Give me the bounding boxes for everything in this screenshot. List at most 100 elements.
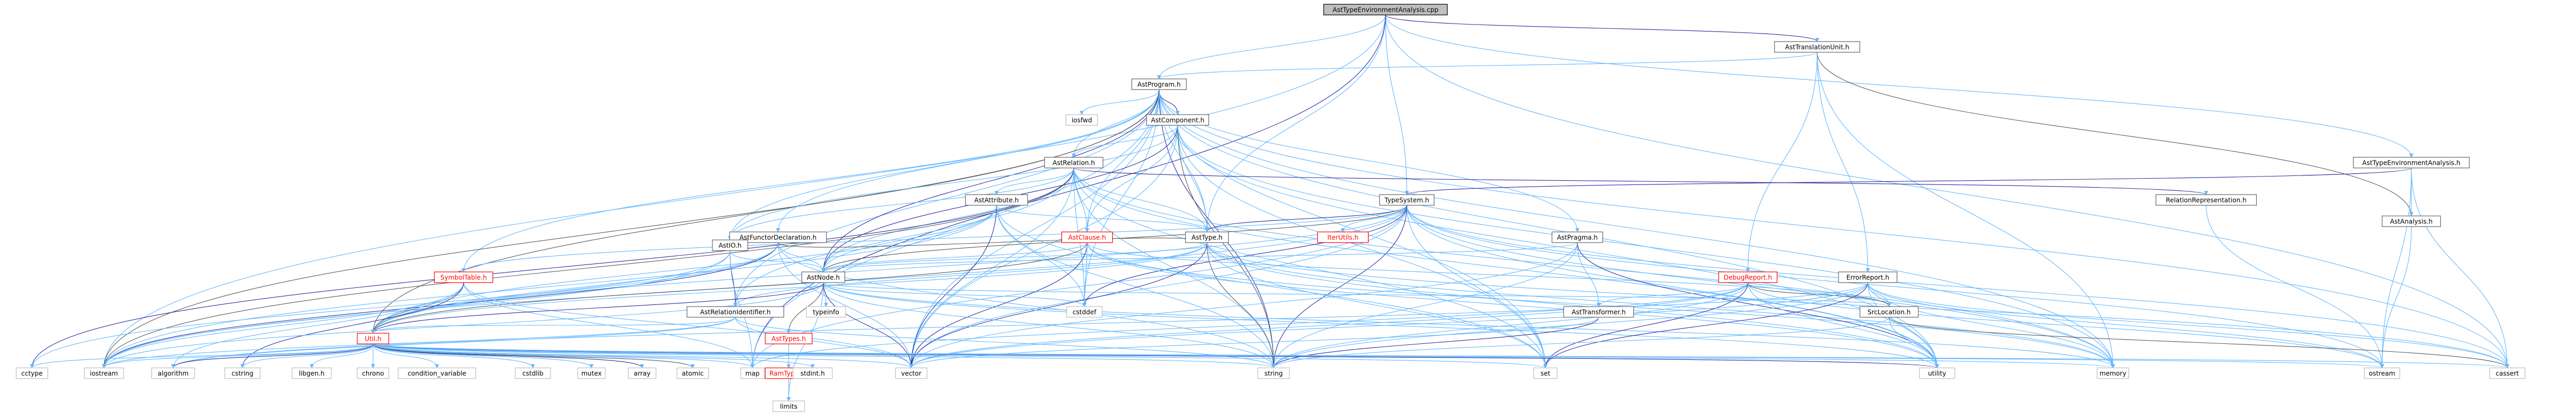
node-box: [1131, 78, 1187, 90]
node-relrep[interactable]: RelationRepresentation.h: [2156, 194, 2257, 206]
node-errorreport[interactable]: ErrorReport.h: [1838, 271, 1898, 283]
edge-functor-to-string: [777, 242, 1276, 368]
node-box: [357, 367, 390, 379]
node-label: iostream: [90, 370, 118, 377]
edge-transformer-to-vector: [909, 317, 1599, 368]
node-transformer[interactable]: AstTransformer.h: [1563, 306, 1634, 318]
node-symboltable[interactable]: SymbolTable.h: [434, 271, 493, 283]
node-asttype[interactable]: AstType.h: [1185, 231, 1229, 243]
node-asttypes[interactable]: AstTypes.h: [765, 333, 813, 344]
node-label: AstPragma.h: [1557, 234, 1598, 242]
node-label: iosfwd: [1072, 117, 1092, 124]
node-relid[interactable]: AstRelationIdentifier.h: [686, 306, 784, 318]
node-label: typeinfo: [813, 309, 839, 316]
node-box: [84, 367, 124, 379]
node-attribute[interactable]: AstAttribute.h: [965, 194, 1028, 206]
node-algorithm: algorithm: [151, 367, 196, 379]
node-pragma[interactable]: AstPragma.h: [1551, 231, 1603, 243]
edge-component-to-set: [1177, 125, 1548, 368]
node-program[interactable]: AstProgram.h: [1131, 78, 1187, 90]
node-limits: limits: [772, 400, 805, 412]
node-relation[interactable]: AstRelation.h: [1044, 157, 1104, 168]
node-root[interactable]: AstTypeEnvironmentAnalysis.cpp: [1323, 4, 1448, 15]
node-box: [434, 271, 493, 283]
node-label: AstAnalysis.h: [2390, 218, 2433, 226]
edge-translation_unit-to-errorreport: [1817, 52, 1870, 272]
node-utility: utility: [1919, 367, 1955, 379]
edge-program-to-memory: [1159, 89, 2115, 368]
edge-functor-to-asttype: [777, 237, 1209, 248]
node-label: algorithm: [158, 370, 189, 377]
node-debugreport[interactable]: DebugReport.h: [1718, 271, 1778, 283]
edge-typesystem-to-utility: [1406, 205, 1939, 368]
node-libgen: libgen.h: [291, 367, 332, 379]
node-atomic: atomic: [676, 367, 709, 379]
node-typesystem[interactable]: TypeSystem.h: [1379, 194, 1435, 206]
edge-functor-to-astnode: [777, 242, 825, 272]
edge-debugreport-to-string: [1271, 282, 1748, 368]
node-util[interactable]: Util.h: [357, 333, 390, 344]
node-box: [151, 367, 196, 379]
edge-attribute-to-vector: [909, 205, 997, 368]
edge-root-to-map: [750, 14, 1386, 368]
node-srclocation[interactable]: SrcLocation.h: [1859, 306, 1919, 318]
node-box: [1044, 157, 1104, 168]
node-astnode[interactable]: AstNode.h: [801, 271, 845, 283]
node-component[interactable]: AstComponent.h: [1146, 114, 1210, 126]
node-analysis[interactable]: AstAnalysis.h: [2381, 215, 2441, 227]
node-iostream: iostream: [84, 367, 124, 379]
node-env-h[interactable]: AstTypeEnvironmentAnalysis.h: [2353, 157, 2470, 168]
node-cstddef: cstddef: [1066, 306, 1103, 318]
node-box: [1065, 114, 1098, 126]
node-label: ostream: [2369, 370, 2395, 377]
node-box: [729, 231, 827, 243]
node-label: RelationRepresentation.h: [2166, 197, 2246, 204]
node-label: chrono: [362, 370, 384, 377]
node-box: [1859, 306, 1919, 318]
edge-translation_unit-to-debugreport: [1746, 52, 1818, 272]
node-box: [577, 367, 606, 379]
edge-relrep-to-ostream: [2206, 205, 2384, 368]
node-stdint: stdint.h: [792, 367, 833, 379]
edge-errorreport-to-ostream: [1867, 282, 2384, 368]
edge-errorreport-to-cassert: [1867, 282, 2509, 368]
node-label: array: [634, 370, 650, 377]
edge-root-to-env_h: [1385, 14, 2413, 158]
node-functor[interactable]: AstFunctorDeclaration.h: [729, 231, 827, 243]
node-box: [676, 367, 709, 379]
edge-astio-to-util: [371, 250, 731, 334]
edge-typesystem-to-memory: [1406, 205, 2115, 368]
edge-typesystem-to-vector: [909, 205, 1407, 368]
edge-relation-to-cctype: [30, 167, 1074, 368]
edge-typesystem-to-iterutils: [1341, 205, 1407, 232]
edge-clause-to-memory: [1087, 242, 2115, 368]
node-label: mutex: [581, 370, 602, 377]
node-translation-unit[interactable]: AstTranslationUnit.h: [1774, 41, 1860, 53]
edge-env_h-to-cassert: [2411, 167, 2509, 368]
edge-asttype-to-util: [371, 242, 1208, 334]
edge-util-to-iostream: [102, 343, 374, 368]
node-astio[interactable]: AstIO.h: [712, 239, 748, 251]
edge-root-to-typesystem: [1385, 14, 1409, 195]
node-label: AstRelation.h: [1052, 159, 1095, 167]
node-label: AstComponent.h: [1151, 117, 1204, 124]
node-iterutils[interactable]: IterUtils.h: [1317, 231, 1369, 243]
node-label: stdint.h: [800, 370, 825, 377]
node-box: [895, 367, 928, 379]
node-label: AstTypes.h: [772, 335, 806, 343]
node-box: [740, 367, 765, 379]
edge-root-to-iostream: [102, 14, 1386, 368]
edge-astnode-to-utility: [823, 282, 1939, 368]
edge-program-to-astio: [728, 89, 1160, 240]
edge-program-to-util: [371, 89, 1160, 334]
edge-typesystem-to-cassert: [1406, 205, 2509, 368]
node-box: [2156, 194, 2257, 206]
node-clause[interactable]: AstClause.h: [1061, 231, 1113, 243]
node-cstring: cstring: [224, 367, 261, 379]
edge-typesystem-to-string: [1271, 205, 1407, 368]
edge-asttype-to-cassert: [1206, 242, 2509, 368]
edge-program-to-utility: [1159, 89, 1939, 368]
node-iosfwd: iosfwd: [1065, 114, 1098, 126]
edge-util-to-map: [372, 343, 755, 368]
node-label: AstTypeEnvironmentAnalysis.h: [2362, 159, 2460, 167]
